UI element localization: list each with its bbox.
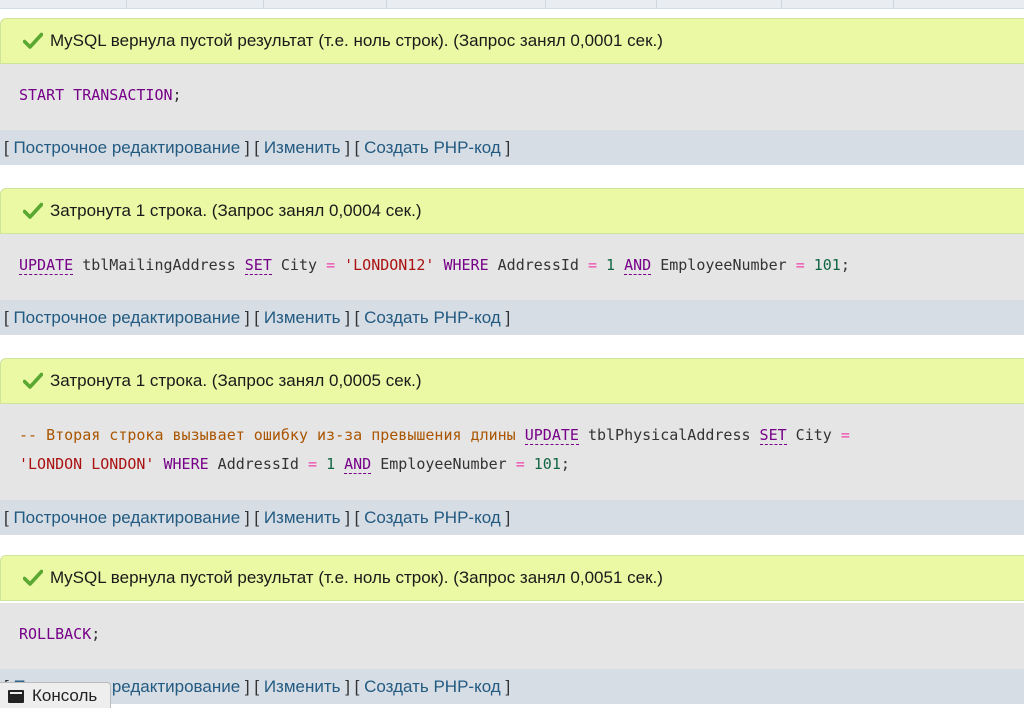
sql-token [615,256,624,274]
sql-token: 101 [533,455,561,473]
sql-token [516,426,525,444]
sql-query-display: START TRANSACTION; [0,64,1024,130]
sql-token: tblPhysicalAddress [578,426,760,444]
table-column-divider [263,0,264,8]
edit-link[interactable]: Изменить [263,308,341,327]
sql-token: WHERE [163,455,209,473]
sql-line: START TRANSACTION; [19,81,1024,110]
sql-token: ; [172,86,182,104]
sql-token: START TRANSACTION [19,86,173,104]
sql-token [525,455,534,473]
create-php-code-link[interactable]: Создать PHP-код [364,677,501,696]
sql-token [335,256,344,274]
sql-token[interactable]: SET [244,256,272,275]
top-table-strip [0,0,1024,9]
sql-token: tblMailingAddress [73,256,245,274]
sql-line: 'LONDON LONDON' WHERE AddressId = 1 AND … [19,450,1024,479]
create-php-code-link[interactable]: Создать PHP-код [364,138,501,157]
sql-token: AddressId [488,256,588,274]
success-message-text: MySQL вернула пустой результат (т.е. нол… [50,568,663,587]
sql-token: AddressId [208,455,308,473]
sql-token: City [271,256,327,274]
sql-token: = [308,455,318,473]
success-check-icon [23,372,43,389]
sql-line: UPDATE tblMailingAddress SET City = 'LON… [19,251,1024,280]
sql-line: ROLLBACK; [19,620,1024,649]
sql-query-display: UPDATE tblMailingAddress SET City = 'LON… [0,234,1024,300]
sql-token: = [515,455,525,473]
sql-token: -- Вторая строка вызывает ошибку из-за п… [19,426,516,444]
sql-token: 101 [813,256,841,274]
console-icon [8,690,24,703]
success-message-text: Затронута 1 строка. (Запрос занял 0,0005… [50,371,422,390]
success-message-bar: Затронута 1 строка. (Запрос занял 0,0005… [0,358,1024,404]
inline-edit-link[interactable]: Построчное редактирование [13,508,241,527]
sql-token: EmployeeNumber [371,455,516,473]
table-column-divider [386,0,387,8]
success-message-bar: Затронута 1 строка. (Запрос занял 0,0004… [0,188,1024,234]
sql-token: = [326,256,336,274]
sql-token: = [587,256,597,274]
sql-token [805,256,814,274]
success-check-icon [23,569,43,586]
sql-token [597,256,606,274]
edit-link[interactable]: Изменить [263,138,341,157]
table-column-divider [893,0,894,8]
sql-token [335,455,344,473]
query-actions-bar: [ Построчное редактирование ] [ Изменить… [0,669,1024,704]
sql-token: EmployeeNumber [651,256,796,274]
sql-token: = [840,426,850,444]
edit-link[interactable]: Изменить [263,508,341,527]
sql-token [317,455,326,473]
sql-token: ; [560,455,570,473]
sql-query-display: ROLLBACK; [0,603,1024,669]
inline-edit-link[interactable]: Построчное редактирование [13,138,241,157]
sql-line: -- Вторая строка вызывает ошибку из-за п… [19,421,1024,450]
table-column-divider [656,0,657,8]
sql-token: 1 [326,455,336,473]
sql-token[interactable]: SET [759,426,787,445]
table-column-divider [126,0,127,8]
sql-token: ROLLBACK [19,625,92,643]
sql-token[interactable]: AND [624,256,652,275]
console-label: Консоль [32,686,98,705]
success-check-icon [23,202,43,219]
sql-token: ; [91,625,101,643]
sql-token[interactable]: AND [344,455,372,474]
sql-token: 1 [606,256,616,274]
sql-token[interactable]: UPDATE [19,256,74,275]
console-toggle-button[interactable]: Консоль [0,682,111,708]
query-actions-bar: [ Построчное редактирование ] [ Изменить… [0,500,1024,535]
success-message-text: Затронута 1 строка. (Запрос занял 0,0004… [50,201,422,220]
create-php-code-link[interactable]: Создать PHP-код [364,508,501,527]
sql-token: = [795,256,805,274]
sql-token: City [786,426,841,444]
sql-token: ; [840,256,850,274]
success-message-text: MySQL вернула пустой результат (т.е. нол… [50,31,663,50]
sql-token: 'LONDON12' [344,256,435,274]
sql-token: 'LONDON LONDON' [19,455,155,473]
sql-query-display: -- Вторая строка вызывает ошибку из-за п… [0,404,1024,500]
table-column-divider [545,0,546,8]
success-message-bar: MySQL вернула пустой результат (т.е. нол… [0,18,1024,64]
inline-edit-link[interactable]: Построчное редактирование [13,308,241,327]
sql-token: WHERE [443,256,489,274]
query-actions-bar: [ Построчное редактирование ] [ Изменить… [0,300,1024,335]
create-php-code-link[interactable]: Создать PHP-код [364,308,501,327]
success-message-bar: MySQL вернула пустой результат (т.е. нол… [0,555,1024,601]
query-actions-bar: [ Построчное редактирование ] [ Изменить… [0,130,1024,165]
table-column-divider [781,0,782,8]
edit-link[interactable]: Изменить [263,677,341,696]
success-check-icon [23,32,43,49]
sql-token[interactable]: UPDATE [524,426,579,445]
sql-token [154,455,163,473]
